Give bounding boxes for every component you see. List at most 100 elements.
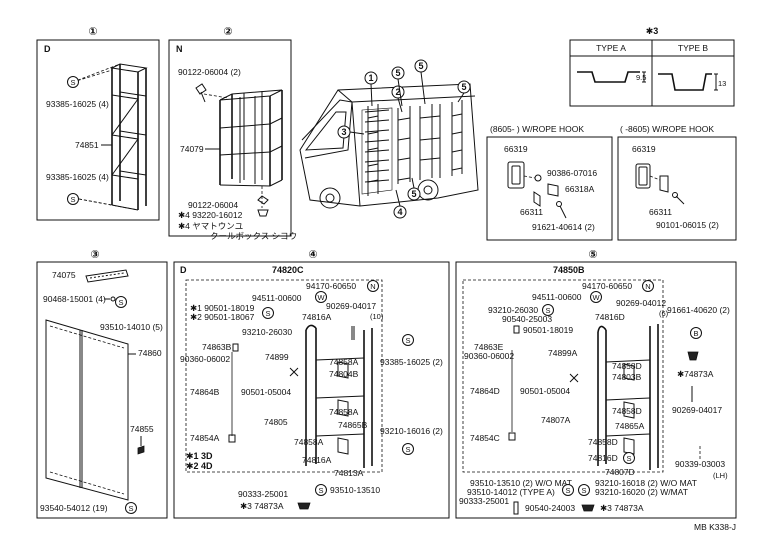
part-94170-60650: 94170-60650 <box>306 281 356 291</box>
part-66311: 66311 <box>520 207 543 217</box>
part-74858A-c: 74858A <box>294 437 324 447</box>
svg-text:3: 3 <box>341 127 346 137</box>
svg-text:5: 5 <box>395 68 400 78</box>
part-90269-04012: 90269-04012 <box>616 298 666 308</box>
part-91661-40620: 91661-40620 (2) <box>667 305 730 315</box>
panel-2-code: N <box>176 44 183 54</box>
hook-2-frame <box>617 136 737 241</box>
panel-4-code: D <box>180 265 187 275</box>
section-number-4: ④ <box>308 249 317 261</box>
part-93210-16018: 93210-16018 (2) W/O MAT <box>595 478 697 488</box>
part-90501-05004: 90501-05004 <box>241 387 291 397</box>
circle-s-label: S <box>70 78 75 87</box>
part-93510-13510-b: 93510-13510 (2) W/O MAT <box>470 478 572 488</box>
part-93210-26030: 93210-26030 <box>242 327 292 337</box>
panel-1-frame <box>36 39 160 221</box>
part-74858D-b: 74858D <box>612 406 642 416</box>
diagram-reference: MB K338-J <box>694 522 736 532</box>
hook-1-title: (8605- ) W/ROPE HOOK <box>490 124 584 134</box>
part-90360-06002: 90360-06002 <box>180 354 230 364</box>
rack-74079 <box>219 89 283 187</box>
circle-s-label: S <box>265 309 270 318</box>
type-b-profile <box>658 73 712 91</box>
part-93540-54012: 93540-54012 (19) <box>40 503 108 513</box>
leader-line <box>72 69 113 83</box>
svg-text:5: 5 <box>461 82 466 92</box>
cap-icon <box>508 432 516 441</box>
note-coolbox: クールボックス シヨウ <box>210 231 297 241</box>
panel-5-dashed-group <box>462 279 664 473</box>
callout-5b: 5 <box>414 59 428 73</box>
screw-icon <box>578 484 590 496</box>
note-yamato: ✱4 ヤマトウンユ <box>178 221 243 231</box>
note-4d: ✱2 4D <box>186 461 213 471</box>
cap-icon <box>232 343 239 352</box>
part-74864D: 74864D <box>470 386 500 396</box>
part-90269-04017-b: 90269-04017 <box>672 405 722 415</box>
svg-text:2: 2 <box>395 87 400 97</box>
screw-icon <box>125 502 137 514</box>
leader-line <box>78 198 139 211</box>
part-90501-05004-b: 90501-05004 <box>520 386 570 396</box>
callout-5a: 5 <box>391 66 405 80</box>
part-74863B: 74863B <box>202 342 232 352</box>
part-74860: 74860 <box>138 348 162 358</box>
clip-icon <box>257 195 269 217</box>
callout-4: 4 <box>393 205 407 219</box>
part-90269-04012-qty: (6) <box>659 309 669 318</box>
part-90386-07016: 90386-07016 <box>547 168 597 178</box>
van-illustration <box>299 83 479 209</box>
panel-1-code: D <box>44 44 51 54</box>
screw-icon <box>115 296 127 308</box>
part-74864B: 74864B <box>190 387 220 397</box>
nut-icon <box>367 280 379 292</box>
part-90501-18019-b: 90501-18019 <box>523 325 573 335</box>
circle-s-label: S <box>405 336 410 345</box>
panel-3-frame <box>36 261 168 519</box>
part-93220-16012: ✱4 93220-16012 <box>178 210 243 220</box>
part-74855: 74855 <box>130 424 154 434</box>
type-a-dimension <box>642 71 646 83</box>
part-94170-60650-b: 94170-60650 <box>582 281 632 291</box>
note-3d: ✱1 3D <box>186 451 213 461</box>
screw-icon <box>402 334 414 346</box>
part-66311-b: 66311 <box>649 207 672 217</box>
part-90501-18067: ✱2 90501-18067 <box>190 312 255 322</box>
part-93210-16020: 93210-16020 (2) W/MAT <box>595 487 688 497</box>
type-a-label: TYPE A <box>596 43 626 53</box>
circle-b-label: B <box>693 329 698 338</box>
circle-n-label: N <box>645 282 650 291</box>
part-74851: 74851 <box>75 140 99 150</box>
circle-s-label: S <box>128 504 133 513</box>
circle-s-label: S <box>626 454 631 463</box>
part-90122-06004-b: 90122-06004 <box>188 200 238 210</box>
hook-plate-icon <box>507 161 525 189</box>
part-93385-16025: 93385-16025 (4) <box>46 172 109 182</box>
circle-s-label: S <box>318 486 323 495</box>
screw-icon <box>542 304 554 316</box>
callout-leaders <box>349 71 465 207</box>
screw-icon <box>623 452 635 464</box>
part-74873A: ✱3 74873A <box>240 501 284 511</box>
rail-holes <box>89 272 125 279</box>
type-a-profile <box>577 71 640 83</box>
part-74805: 74805 <box>264 417 288 427</box>
bracket-icon <box>547 183 559 197</box>
part-74865A: 74865A <box>615 421 645 431</box>
rack-74820C <box>289 324 373 468</box>
part-93210-16016: 93210-16016 (2) <box>380 426 443 436</box>
callout-2: 2 <box>391 85 405 99</box>
part-90339-03003: 90339-03003 <box>675 459 725 469</box>
svg-text:5: 5 <box>418 61 423 71</box>
nut-icon <box>642 280 654 292</box>
part-74807D: 74807D <box>605 467 635 477</box>
bolt-icon <box>513 501 519 515</box>
hook-plate-icon <box>635 163 651 189</box>
part-90468-15001: 90468-15001 (4) <box>43 294 106 304</box>
part-74813A: 74813A <box>334 468 364 478</box>
part-74816A: 74816A <box>302 312 332 322</box>
part-74816D: 74816D <box>595 312 625 322</box>
panel-4-frame <box>173 261 450 519</box>
part-66319: 66319 <box>504 144 528 154</box>
